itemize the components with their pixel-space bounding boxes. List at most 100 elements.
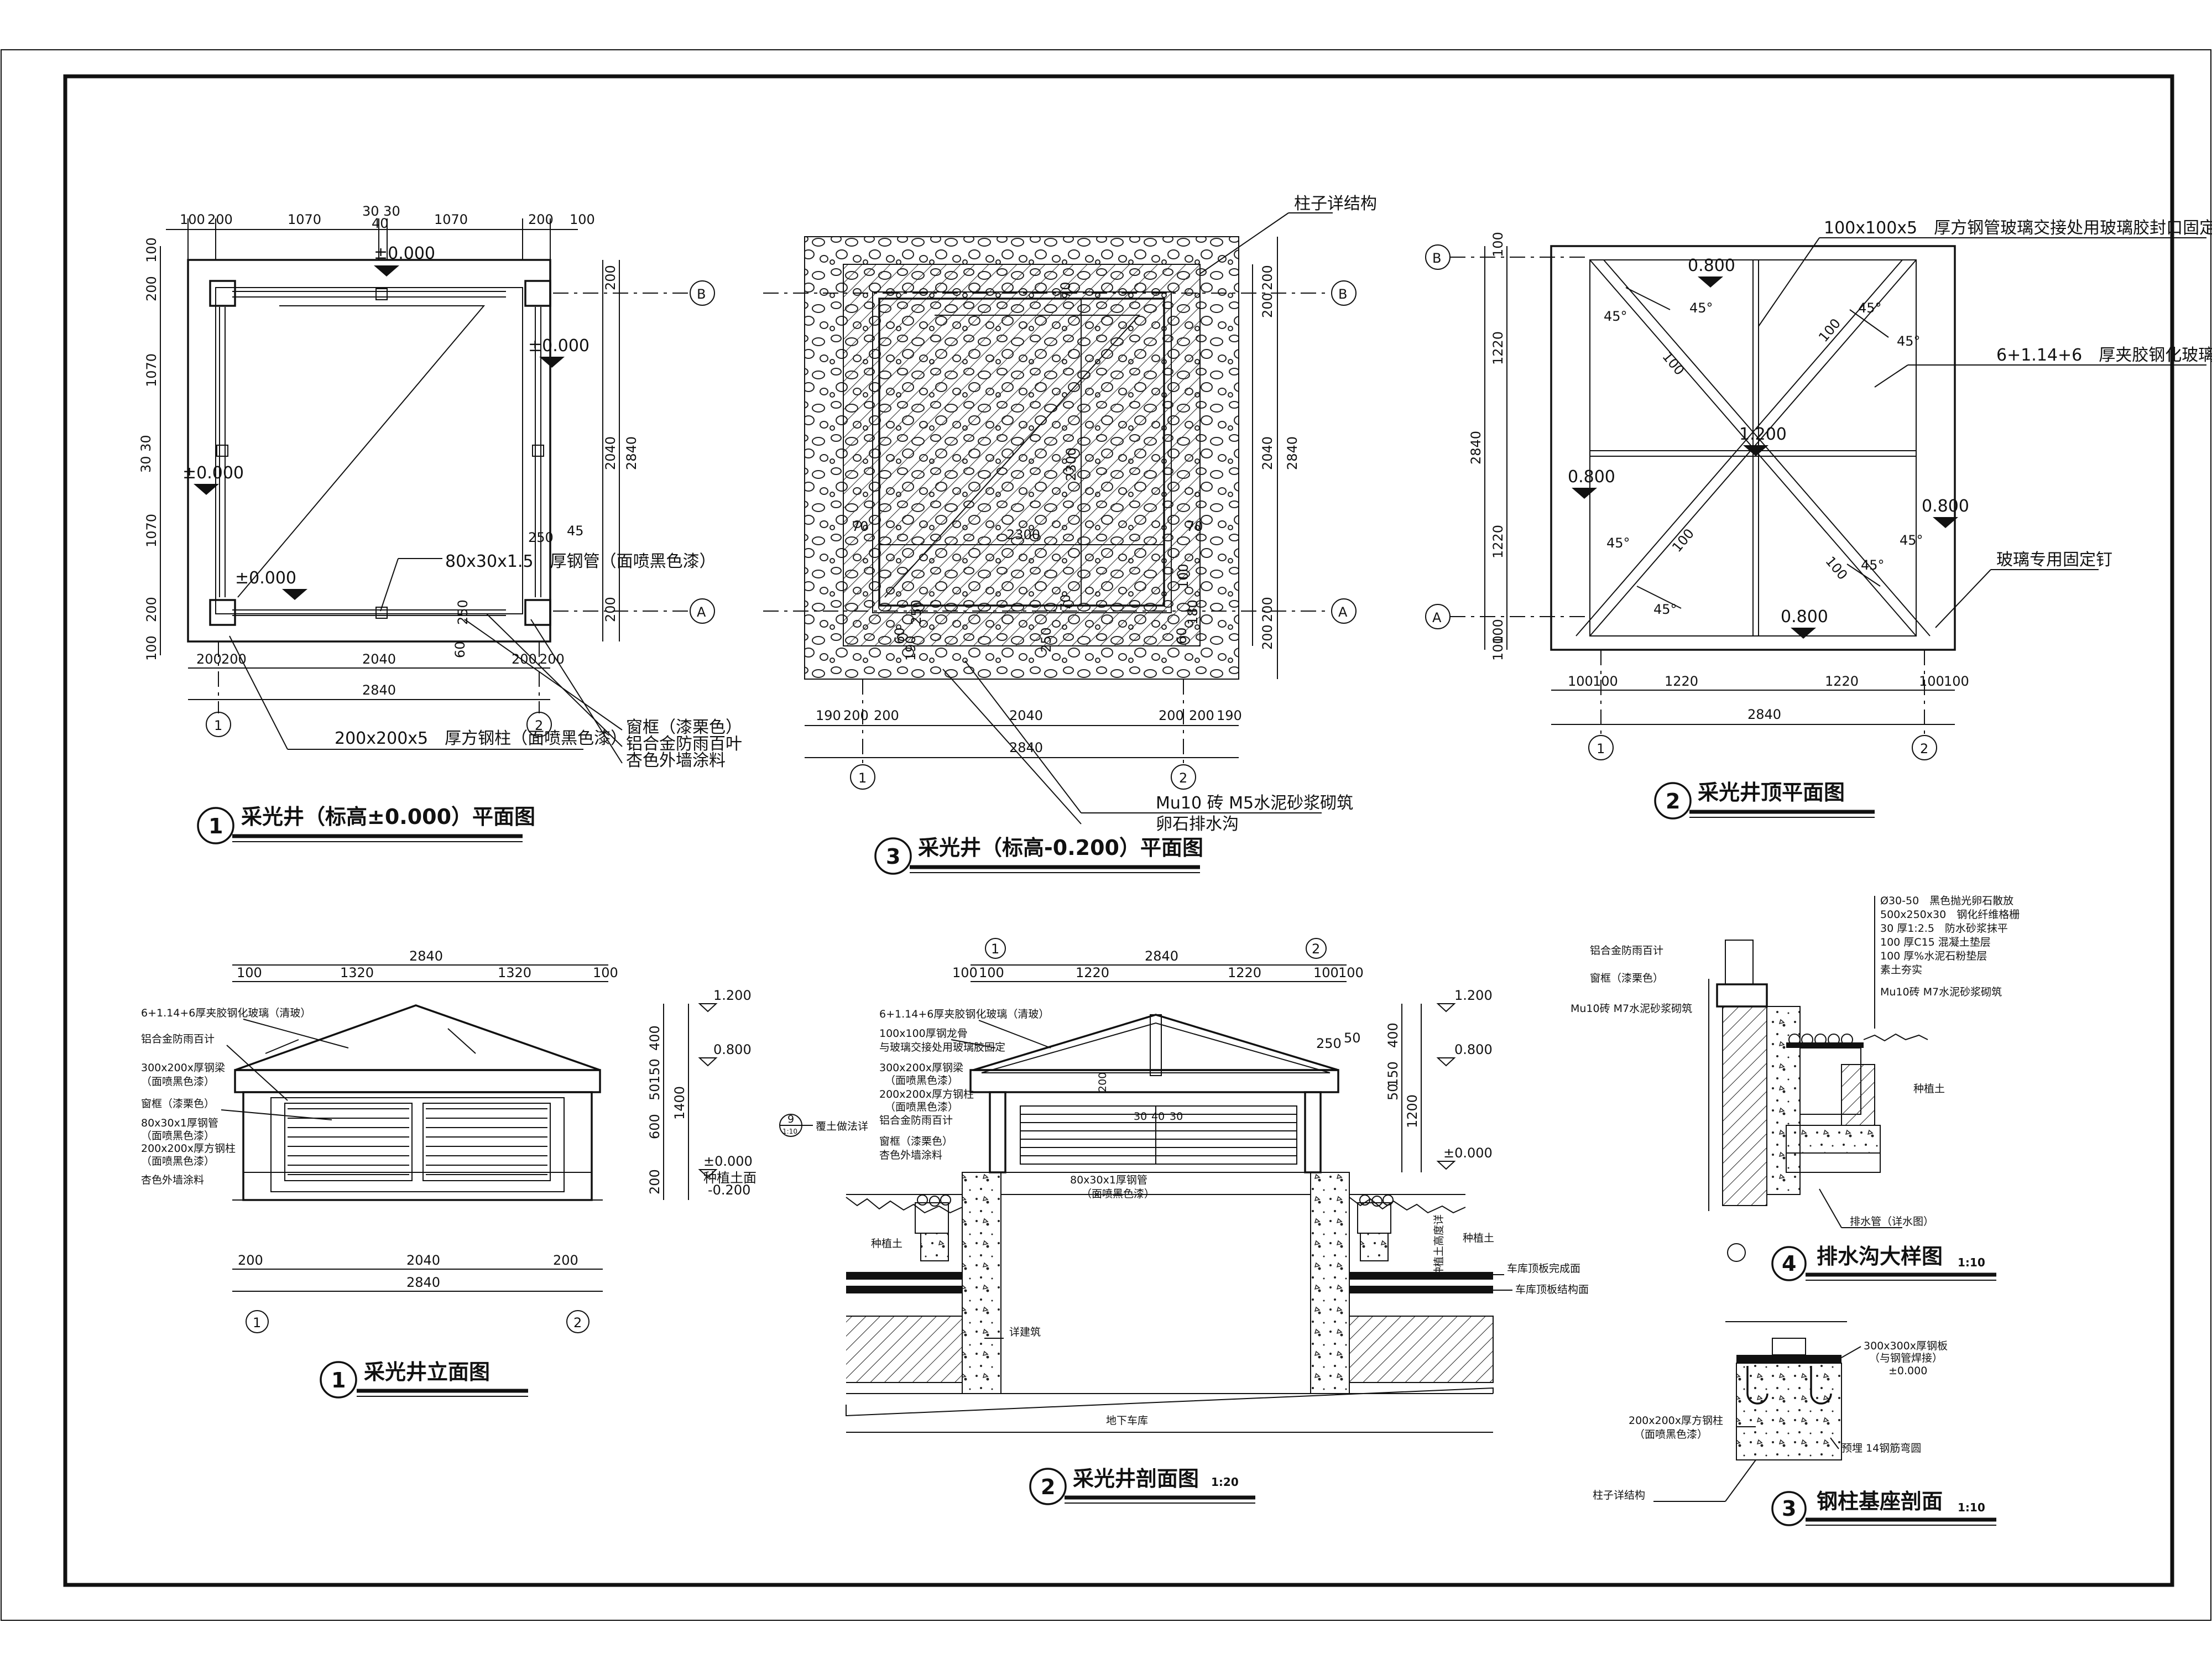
svg-text:200x200x厚方钢柱: 200x200x厚方钢柱 bbox=[141, 1142, 236, 1155]
svg-text:150: 150 bbox=[647, 1058, 662, 1084]
svg-text:45: 45 bbox=[567, 523, 584, 539]
svg-text:6+1.14+6 厚夹胶钢化玻璃（清: 6+1.14+6 厚夹胶钢化玻璃（清 bbox=[1996, 346, 2212, 365]
svg-text:3: 3 bbox=[886, 844, 900, 869]
svg-text:2840: 2840 bbox=[409, 948, 443, 964]
svg-text:2: 2 bbox=[1179, 770, 1187, 786]
svg-text:100 厚%水泥石粉垫层: 100 厚%水泥石粉垫层 bbox=[1880, 950, 1987, 962]
svg-text:500x250x30 钢化纤维格栅: 500x250x30 钢化纤维格栅 bbox=[1880, 909, 2020, 921]
svg-text:200: 200 bbox=[1260, 597, 1275, 622]
svg-text:100x100x5 厚方钢管玻璃交接处用玻璃胶封口固定: 100x100x5 厚方钢管玻璃交接处用玻璃胶封口固定 bbox=[1824, 218, 2212, 238]
svg-text:与玻璃交接处用玻璃胶固定: 与玻璃交接处用玻璃胶固定 bbox=[879, 1041, 1005, 1053]
svg-text:150: 150 bbox=[1385, 1061, 1401, 1087]
svg-text:60: 60 bbox=[1174, 627, 1190, 644]
svg-text:2840: 2840 bbox=[406, 1275, 440, 1290]
svg-text:400: 400 bbox=[1385, 1022, 1401, 1048]
svg-text:（面喷黑色漆）: （面喷黑色漆） bbox=[885, 1074, 958, 1087]
svg-text:1070: 1070 bbox=[144, 353, 159, 387]
svg-text:种植土面: 种植土面 bbox=[703, 1170, 757, 1186]
svg-text:70: 70 bbox=[852, 519, 869, 534]
svg-text:80x30x1厚钢管: 80x30x1厚钢管 bbox=[141, 1117, 218, 1129]
svg-text:1: 1 bbox=[331, 1368, 346, 1392]
svg-text:2040: 2040 bbox=[603, 436, 618, 470]
svg-text:铝合金防雨百计: 铝合金防雨百计 bbox=[1590, 945, 1663, 957]
svg-text:100: 100 bbox=[1338, 965, 1364, 980]
svg-text:200: 200 bbox=[603, 265, 618, 290]
svg-text:1070: 1070 bbox=[288, 212, 321, 227]
svg-text:45°: 45° bbox=[1858, 300, 1882, 316]
svg-text:200: 200 bbox=[528, 212, 554, 227]
svg-text:0.800: 0.800 bbox=[1568, 467, 1615, 487]
inner-frame bbox=[63, 74, 2174, 1587]
svg-text:排水沟大样图: 排水沟大样图 bbox=[1817, 1244, 1943, 1269]
svg-text:200: 200 bbox=[221, 651, 247, 667]
svg-text:杏色外墙涂料: 杏色外墙涂料 bbox=[879, 1149, 942, 1161]
svg-text:45°: 45° bbox=[1606, 535, 1630, 551]
svg-text:1220: 1220 bbox=[1665, 674, 1698, 689]
svg-text:2040: 2040 bbox=[362, 651, 396, 667]
svg-text:100: 100 bbox=[144, 635, 159, 661]
svg-text:采光井剖面图: 采光井剖面图 bbox=[1073, 1467, 1199, 1491]
svg-text:2840: 2840 bbox=[1285, 436, 1300, 470]
svg-text:±0.000: ±0.000 bbox=[703, 1154, 753, 1169]
svg-text:±0.000: ±0.000 bbox=[374, 244, 435, 263]
svg-text:排水管（详水图）: 排水管（详水图） bbox=[1850, 1215, 1934, 1228]
svg-text:种植土高度详: 种植土高度详 bbox=[1433, 1214, 1445, 1277]
svg-text:50: 50 bbox=[647, 1083, 662, 1100]
plan-3-lower: 2300 2300 70 70 70 70 100 60 250 190 60 … bbox=[763, 194, 1377, 875]
svg-text:B: B bbox=[697, 286, 706, 302]
svg-text:60: 60 bbox=[892, 627, 907, 644]
detail-4-drain: Ø30-50 黑色抛光卵石散放 500x250x30 钢化纤维格栅 30 厚1:… bbox=[1571, 895, 2020, 1281]
svg-text:30: 30 bbox=[1134, 1110, 1147, 1123]
svg-text:80x30x1厚钢管: 80x30x1厚钢管 bbox=[1070, 1174, 1147, 1186]
svg-text:100: 100 bbox=[1919, 674, 1944, 689]
svg-text:1: 1 bbox=[214, 718, 222, 733]
svg-text:100: 100 bbox=[1490, 619, 1506, 644]
svg-text:600: 600 bbox=[647, 1114, 662, 1139]
svg-text:1: 1 bbox=[1597, 741, 1605, 757]
svg-text:种植土: 种植土 bbox=[1913, 1083, 1945, 1095]
svg-text:窗框（漆栗色）: 窗框（漆栗色） bbox=[626, 718, 742, 737]
svg-text:30 30: 30 30 bbox=[138, 435, 154, 473]
svg-text:0.800: 0.800 bbox=[1781, 607, 1828, 627]
svg-text:0.800: 0.800 bbox=[1922, 497, 1969, 516]
svg-text:100: 100 bbox=[1176, 564, 1191, 589]
svg-text:铝合金防雨百计: 铝合金防雨百计 bbox=[879, 1114, 953, 1126]
svg-text:0.800: 0.800 bbox=[1454, 1042, 1493, 1057]
svg-text:80x30x1.5 厚钢管（面喷黑色漆）: 80x30x1.5 厚钢管（面喷黑色漆） bbox=[445, 552, 716, 571]
detail4-layers: Ø30-50 黑色抛光卵石散放 500x250x30 钢化纤维格栅 30 厚1:… bbox=[1880, 895, 2020, 976]
svg-text:200x200x5 厚方钢柱（面喷黑色漆）: 200x200x5 厚方钢柱（面喷黑色漆） bbox=[335, 729, 627, 748]
svg-text:100: 100 bbox=[144, 237, 159, 263]
plan-2-roof: 0.800 1.200 0.800 0.800 0.800 45° 45° 45… bbox=[1425, 218, 2212, 820]
svg-text:柱子详结构: 柱子详结构 bbox=[1294, 194, 1377, 213]
svg-text:1220: 1220 bbox=[1228, 965, 1261, 980]
svg-text:200: 200 bbox=[144, 276, 159, 301]
svg-text:覆土做法详: 覆土做法详 bbox=[816, 1120, 868, 1133]
svg-text:A: A bbox=[1432, 610, 1442, 625]
svg-text:300x200x厚钢梁: 300x200x厚钢梁 bbox=[141, 1062, 225, 1074]
svg-text:2040: 2040 bbox=[1260, 436, 1275, 470]
svg-text:种植土: 种植土 bbox=[871, 1238, 902, 1250]
svg-text:100 厚C15 混凝土垫层: 100 厚C15 混凝土垫层 bbox=[1880, 936, 1991, 948]
svg-text:1.200: 1.200 bbox=[713, 988, 752, 1003]
svg-text:200: 200 bbox=[207, 212, 233, 227]
svg-text:200: 200 bbox=[144, 597, 159, 622]
svg-text:200: 200 bbox=[238, 1253, 263, 1268]
svg-text:40: 40 bbox=[372, 216, 389, 231]
svg-text:2840: 2840 bbox=[362, 682, 396, 698]
svg-text:200: 200 bbox=[1097, 1072, 1109, 1092]
svg-text:铝合金防雨百叶: 铝合金防雨百叶 bbox=[626, 734, 742, 754]
svg-text:2840: 2840 bbox=[1145, 948, 1178, 964]
svg-text:45°: 45° bbox=[1900, 533, 1923, 548]
svg-text:采光井顶平面图: 采光井顶平面图 bbox=[1698, 780, 1845, 805]
svg-text:2: 2 bbox=[573, 1315, 582, 1331]
svg-text:A: A bbox=[1338, 604, 1348, 620]
svg-text:100x100厚钢龙骨: 100x100厚钢龙骨 bbox=[879, 1027, 968, 1040]
svg-text:200: 200 bbox=[196, 651, 222, 667]
svg-text:100: 100 bbox=[1490, 635, 1506, 661]
svg-text:200: 200 bbox=[1260, 265, 1275, 290]
svg-text:190: 190 bbox=[816, 708, 841, 723]
svg-text:1.200: 1.200 bbox=[1454, 988, 1493, 1003]
svg-text:200: 200 bbox=[539, 651, 565, 667]
svg-text:100: 100 bbox=[1568, 674, 1593, 689]
svg-text:200: 200 bbox=[1260, 624, 1275, 650]
